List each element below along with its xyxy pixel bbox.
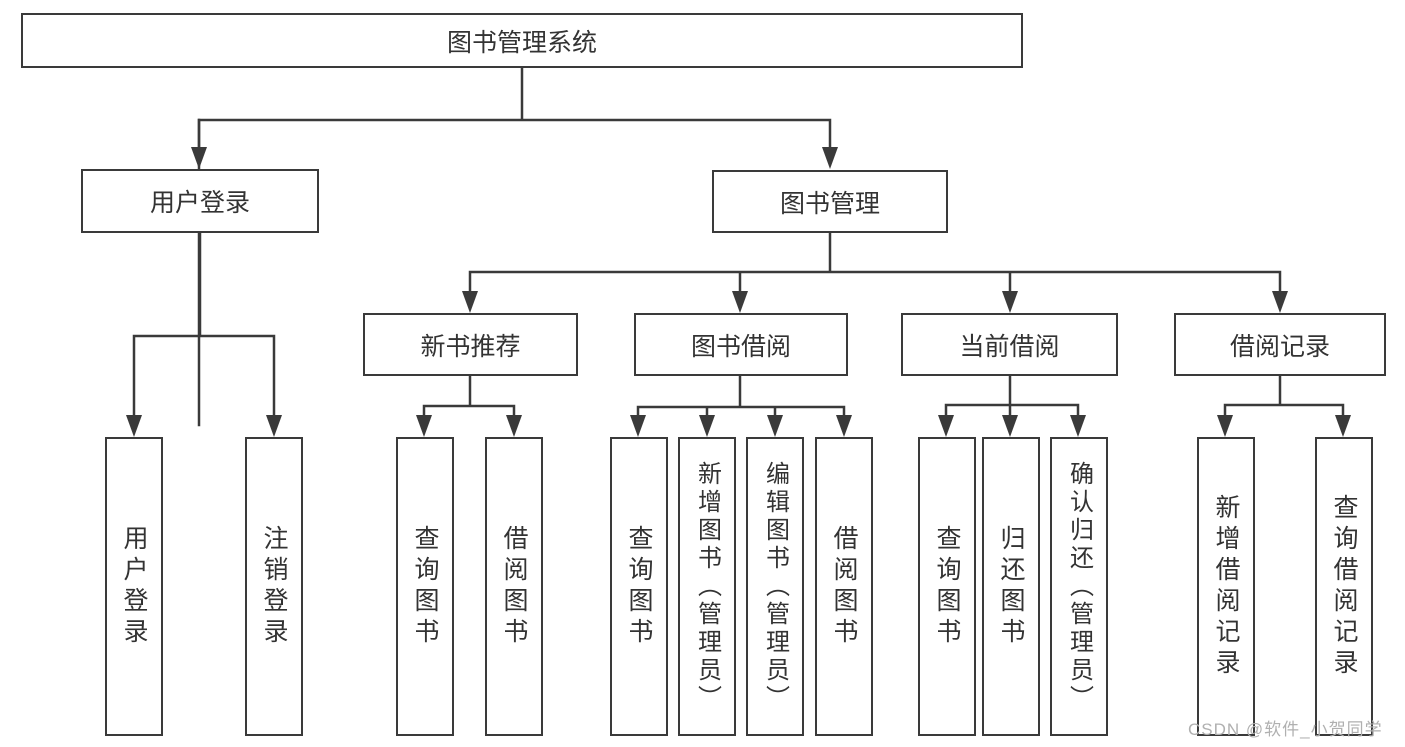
node-confirm-return-admin: 确认归还（管理员） bbox=[1050, 437, 1108, 736]
connector-current bbox=[944, 374, 1080, 425]
connector-line-group bbox=[132, 66, 1345, 427]
arrow-down-icon bbox=[462, 291, 478, 313]
arrow-down-icon bbox=[416, 415, 432, 437]
arrow-down-icon bbox=[822, 147, 838, 169]
connector-borrow bbox=[636, 374, 846, 425]
connector-user-login bbox=[132, 118, 276, 425]
node-user-login: 用户登录 bbox=[81, 169, 319, 233]
node-borrow-books-recommend: 借阅图书 bbox=[485, 437, 543, 736]
node-query-books-borrow: 查询图书 bbox=[610, 437, 668, 736]
arrow-down-icon bbox=[938, 415, 954, 437]
node-add-borrow-record: 新增借阅记录 bbox=[1197, 437, 1255, 736]
node-book-management: 图书管理 bbox=[712, 170, 948, 233]
node-add-books-admin: 新增图书（管理员） bbox=[678, 437, 736, 736]
arrow-down-icon bbox=[767, 415, 783, 437]
arrow-down-icon bbox=[1002, 415, 1018, 437]
arrow-down-icon bbox=[191, 147, 207, 169]
arrow-down-icon bbox=[1217, 415, 1233, 437]
connector-record bbox=[1223, 374, 1345, 425]
node-user-login-leaf: 用户登录 bbox=[105, 437, 163, 736]
node-new-book-recommend: 新书推荐 bbox=[363, 313, 578, 376]
node-borrow-record: 借阅记录 bbox=[1174, 313, 1386, 376]
node-query-borrow-record: 查询借阅记录 bbox=[1315, 437, 1373, 736]
arrow-down-icon bbox=[699, 415, 715, 437]
node-current-borrow: 当前借阅 bbox=[901, 313, 1118, 376]
node-query-books-current: 查询图书 bbox=[918, 437, 976, 736]
node-library-management-system: 图书管理系统 bbox=[21, 13, 1023, 68]
connector-root bbox=[197, 66, 832, 427]
node-return-books: 归还图书 bbox=[982, 437, 1040, 736]
arrow-down-icon bbox=[836, 415, 852, 437]
node-edit-books-admin: 编辑图书（管理员） bbox=[746, 437, 804, 736]
arrow-down-icon bbox=[506, 415, 522, 437]
connector-book-mgmt bbox=[468, 231, 1282, 301]
arrow-down-icon bbox=[1335, 415, 1351, 437]
arrow-down-icon bbox=[1070, 415, 1086, 437]
arrow-down-icon bbox=[1272, 291, 1288, 313]
arrow-down-icon bbox=[1002, 291, 1018, 313]
arrow-down-icon bbox=[732, 291, 748, 313]
arrow-down-icon bbox=[126, 415, 142, 437]
node-logout: 注销登录 bbox=[245, 437, 303, 736]
arrow-down-icon bbox=[266, 415, 282, 437]
connector-arrowheads bbox=[126, 147, 1351, 437]
arrow-down-icon bbox=[630, 415, 646, 437]
connector-recommend bbox=[422, 374, 516, 425]
watermark: CSDN @软件_小贺同学 bbox=[1188, 720, 1383, 739]
node-borrow-books-leaf: 借阅图书 bbox=[815, 437, 873, 736]
node-book-borrow: 图书借阅 bbox=[634, 313, 848, 376]
node-query-books-recommend: 查询图书 bbox=[396, 437, 454, 736]
